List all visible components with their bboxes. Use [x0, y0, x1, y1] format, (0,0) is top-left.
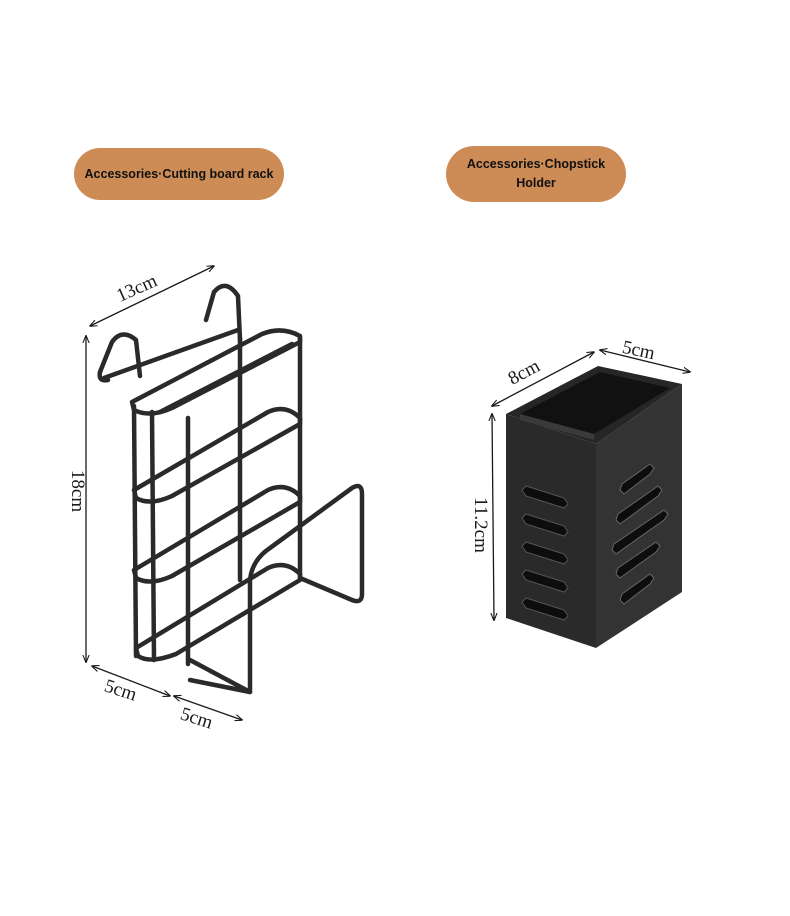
cutting-board-rack-label-text: Accessories·Cutting board rack — [84, 166, 274, 181]
cutting-board-rack-image — [97, 283, 365, 695]
pill-left-bg — [74, 148, 284, 200]
cutting-board-rack-label: Accessories·Cutting board rack — [74, 148, 284, 200]
chopstick-holder-label-line2: Holder — [516, 176, 556, 190]
chopstick-holder-image — [506, 366, 682, 648]
pill-right-bg — [446, 146, 626, 202]
dimension-lines — [86, 266, 690, 720]
chopstick-holder-label-line1: Accessories·Chopstick — [466, 157, 606, 171]
chopstick-holder-label-text: Accessories·Chopstick Holder — [467, 155, 605, 193]
chopstick-holder-label: Accessories·Chopstick Holder — [446, 146, 626, 202]
